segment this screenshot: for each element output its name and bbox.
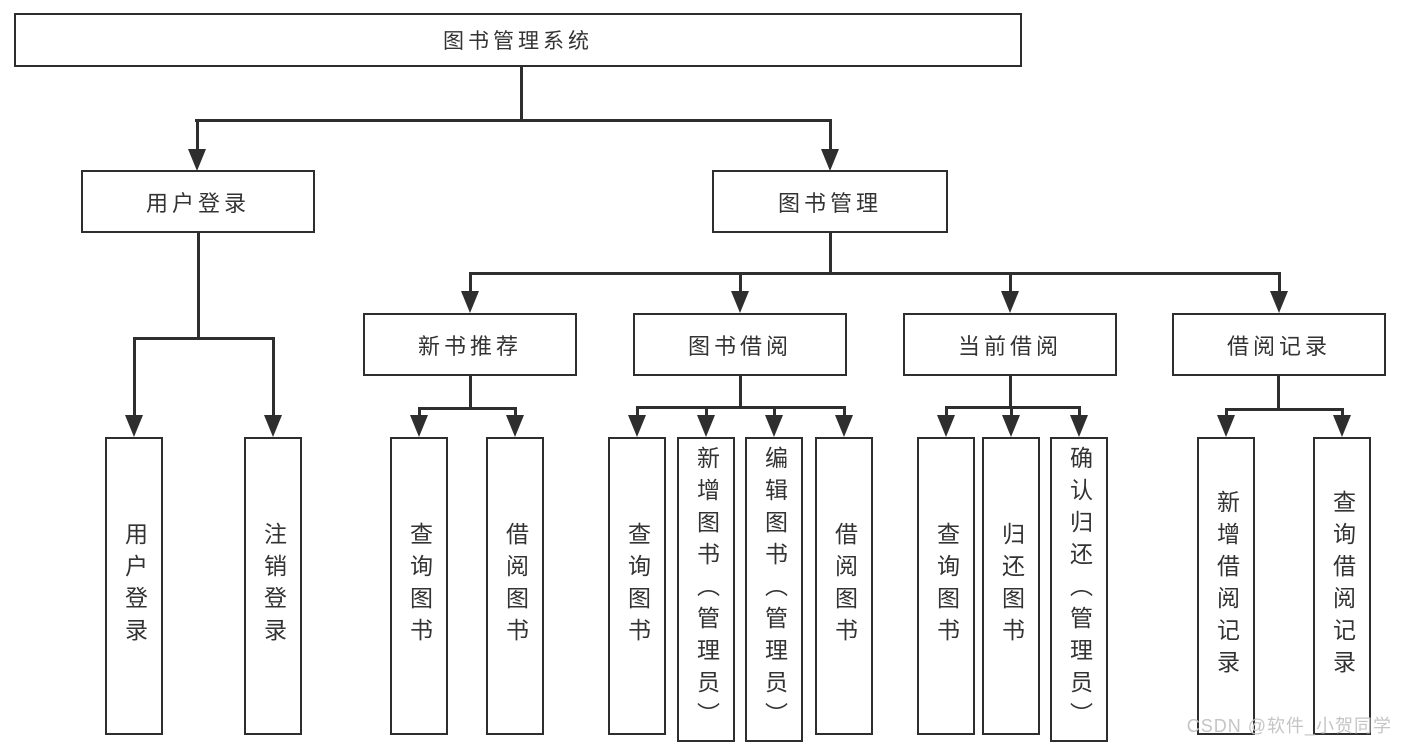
node-label: 图书管理系统 [443, 30, 593, 53]
connector-line [1078, 406, 1081, 418]
leaf-add-borrow-record: 新增借阅记录 [1197, 437, 1255, 735]
node-user-login: 用户登录 [81, 170, 315, 233]
node-current-borrow: 当前借阅 [903, 313, 1117, 376]
node-label: 借阅记录 [1226, 333, 1331, 359]
connector-line [469, 272, 472, 294]
node-label: 新增图书（管理员） [693, 445, 720, 734]
connector-line [469, 376, 472, 408]
connector-line [1225, 408, 1344, 411]
arrow-down-icon [1333, 415, 1351, 437]
connector-line [272, 337, 275, 417]
arrow-down-icon [765, 415, 783, 437]
leaf-borrow-books-recommend: 借阅图书 [486, 437, 544, 735]
arrow-down-icon [1001, 291, 1019, 313]
connector-line [418, 407, 421, 419]
connector-line [418, 407, 517, 410]
arrow-down-icon [821, 149, 839, 171]
node-label: 用户登录 [145, 190, 250, 216]
connector-line [1277, 376, 1280, 409]
node-label: 借阅图书 [831, 522, 858, 650]
arrow-down-icon [835, 415, 853, 437]
connector-line [1009, 376, 1012, 407]
arrow-down-icon [1070, 415, 1088, 437]
leaf-confirm-return-admin: 确认归还（管理员） [1050, 437, 1108, 742]
connector-line [1341, 408, 1344, 418]
node-label: 查询图书 [624, 522, 651, 650]
node-label: 新书推荐 [417, 333, 522, 359]
arrow-down-icon [1217, 415, 1235, 437]
node-label: 查询图书 [406, 522, 433, 650]
arrow-down-icon [506, 415, 524, 437]
connector-line [843, 406, 846, 418]
connector-line [195, 119, 832, 122]
node-label: 注销登录 [260, 522, 287, 650]
connector-line [636, 406, 845, 409]
node-label: 编辑图书（管理员） [761, 445, 788, 734]
node-label: 借阅图书 [502, 522, 529, 650]
node-label: 查询借阅记录 [1329, 490, 1356, 682]
node-library-system: 图书管理系统 [14, 13, 1022, 67]
connector-line [739, 376, 742, 407]
connector-line [1009, 272, 1012, 294]
arrow-down-icon [937, 415, 955, 437]
leaf-user-login: 用户登录 [105, 437, 163, 735]
leaf-borrow-books: 借阅图书 [815, 437, 873, 735]
node-label: 用户登录 [121, 522, 148, 650]
node-label: 图书借阅 [687, 333, 792, 359]
connector-line [636, 406, 639, 418]
node-new-book-recommend: 新书推荐 [363, 313, 577, 376]
node-book-management: 图书管理 [712, 170, 948, 233]
connector-line [945, 406, 948, 418]
csdn-watermark: CSDN @软件_小贺同学 [1186, 716, 1392, 736]
connector-line [1010, 406, 1013, 418]
leaf-query-books-recommend: 查询图书 [390, 437, 448, 735]
connector-line [133, 337, 274, 340]
leaf-logout: 注销登录 [244, 437, 302, 735]
node-label: 查询图书 [933, 522, 960, 650]
connector-line [945, 406, 1080, 409]
node-label: 图书管理 [777, 190, 882, 216]
node-label: 新增借阅记录 [1213, 490, 1240, 682]
arrow-down-icon [461, 291, 479, 313]
arrow-down-icon [1002, 415, 1020, 437]
connector-line [1225, 408, 1228, 418]
connector-line [196, 119, 199, 152]
leaf-add-books-admin: 新增图书（管理员） [677, 437, 735, 742]
leaf-edit-books-admin: 编辑图书（管理员） [745, 437, 803, 742]
arrow-down-icon [410, 415, 428, 437]
leaf-query-borrow-record: 查询借阅记录 [1313, 437, 1371, 735]
node-label: 确认归还（管理员） [1066, 445, 1093, 734]
node-label: 当前借阅 [957, 333, 1062, 359]
connector-line [829, 119, 832, 152]
connector-line [829, 233, 832, 273]
connector-line [133, 337, 136, 417]
node-label: 归还图书 [998, 522, 1025, 650]
leaf-query-books-borrow: 查询图书 [608, 437, 666, 735]
arrow-down-icon [628, 415, 646, 437]
connector-line [739, 272, 742, 294]
connector-line [469, 272, 1281, 275]
leaf-return-books: 归还图书 [982, 437, 1040, 735]
connector-line [705, 406, 708, 418]
connector-line [1278, 272, 1281, 294]
arrow-down-icon [731, 291, 749, 313]
connector-line [514, 407, 517, 419]
node-book-borrow: 图书借阅 [633, 313, 847, 376]
node-borrow-records: 借阅记录 [1172, 313, 1386, 376]
arrow-down-icon [125, 415, 143, 437]
connector-line [520, 67, 523, 120]
arrow-down-icon [188, 149, 206, 171]
leaf-query-books-current: 查询图书 [917, 437, 975, 735]
arrow-down-icon [697, 415, 715, 437]
arrow-down-icon [264, 415, 282, 437]
connector-line [773, 406, 776, 418]
connector-line [197, 233, 200, 338]
arrow-down-icon [1270, 291, 1288, 313]
